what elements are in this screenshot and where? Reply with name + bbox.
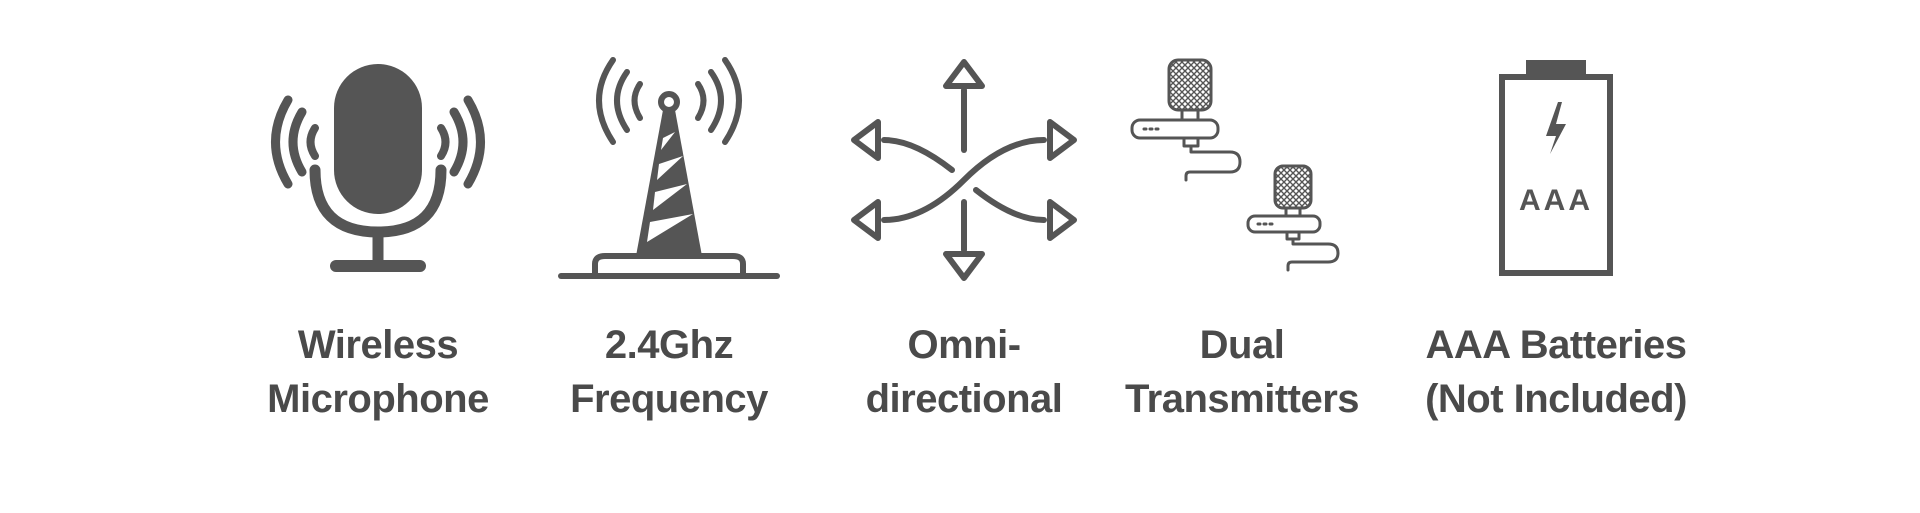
feature-label: Omni- directional xyxy=(804,318,1124,426)
feature-label-line1: Dual xyxy=(1199,323,1285,367)
feature-label: Dual Transmitters xyxy=(1082,318,1402,426)
feature-aaa-batteries: AAA AAA Batteries (Not Included) xyxy=(1425,0,1687,513)
feature-frequency: 2.4Ghz Frequency xyxy=(549,0,789,513)
feature-label-line2: Microphone xyxy=(267,377,489,421)
battery-icon: AAA xyxy=(1436,50,1676,290)
omnidirectional-arrows-icon xyxy=(844,50,1084,290)
feature-label-line1: AAA Batteries xyxy=(1425,323,1687,367)
feature-wireless-microphone: Wireless Microphone xyxy=(258,0,498,513)
battery-type-label: AAA xyxy=(1519,184,1593,217)
lavalier-microphones-icon xyxy=(1122,50,1362,290)
feature-dual-transmitters: Dual Transmitters xyxy=(1122,0,1362,513)
feature-label-line1: Omni- xyxy=(907,323,1021,367)
radio-tower-icon xyxy=(549,50,789,290)
feature-label-line2: Frequency xyxy=(570,377,768,421)
feature-label: 2.4Ghz Frequency xyxy=(509,318,829,426)
microphone-icon xyxy=(258,50,498,290)
feature-label-line2: Transmitters xyxy=(1124,377,1360,421)
feature-label-line2: (Not Included) xyxy=(1425,377,1687,421)
feature-label-line1: Wireless xyxy=(297,323,459,367)
feature-omnidirectional: Omni- directional xyxy=(844,0,1084,513)
feature-label-line1: 2.4Ghz xyxy=(604,323,734,367)
feature-label: Wireless Microphone xyxy=(218,318,538,426)
feature-label-line2: directional xyxy=(865,377,1063,421)
feature-label: AAA Batteries (Not Included) xyxy=(1396,318,1716,426)
lightning-bolt-icon xyxy=(1546,102,1566,154)
